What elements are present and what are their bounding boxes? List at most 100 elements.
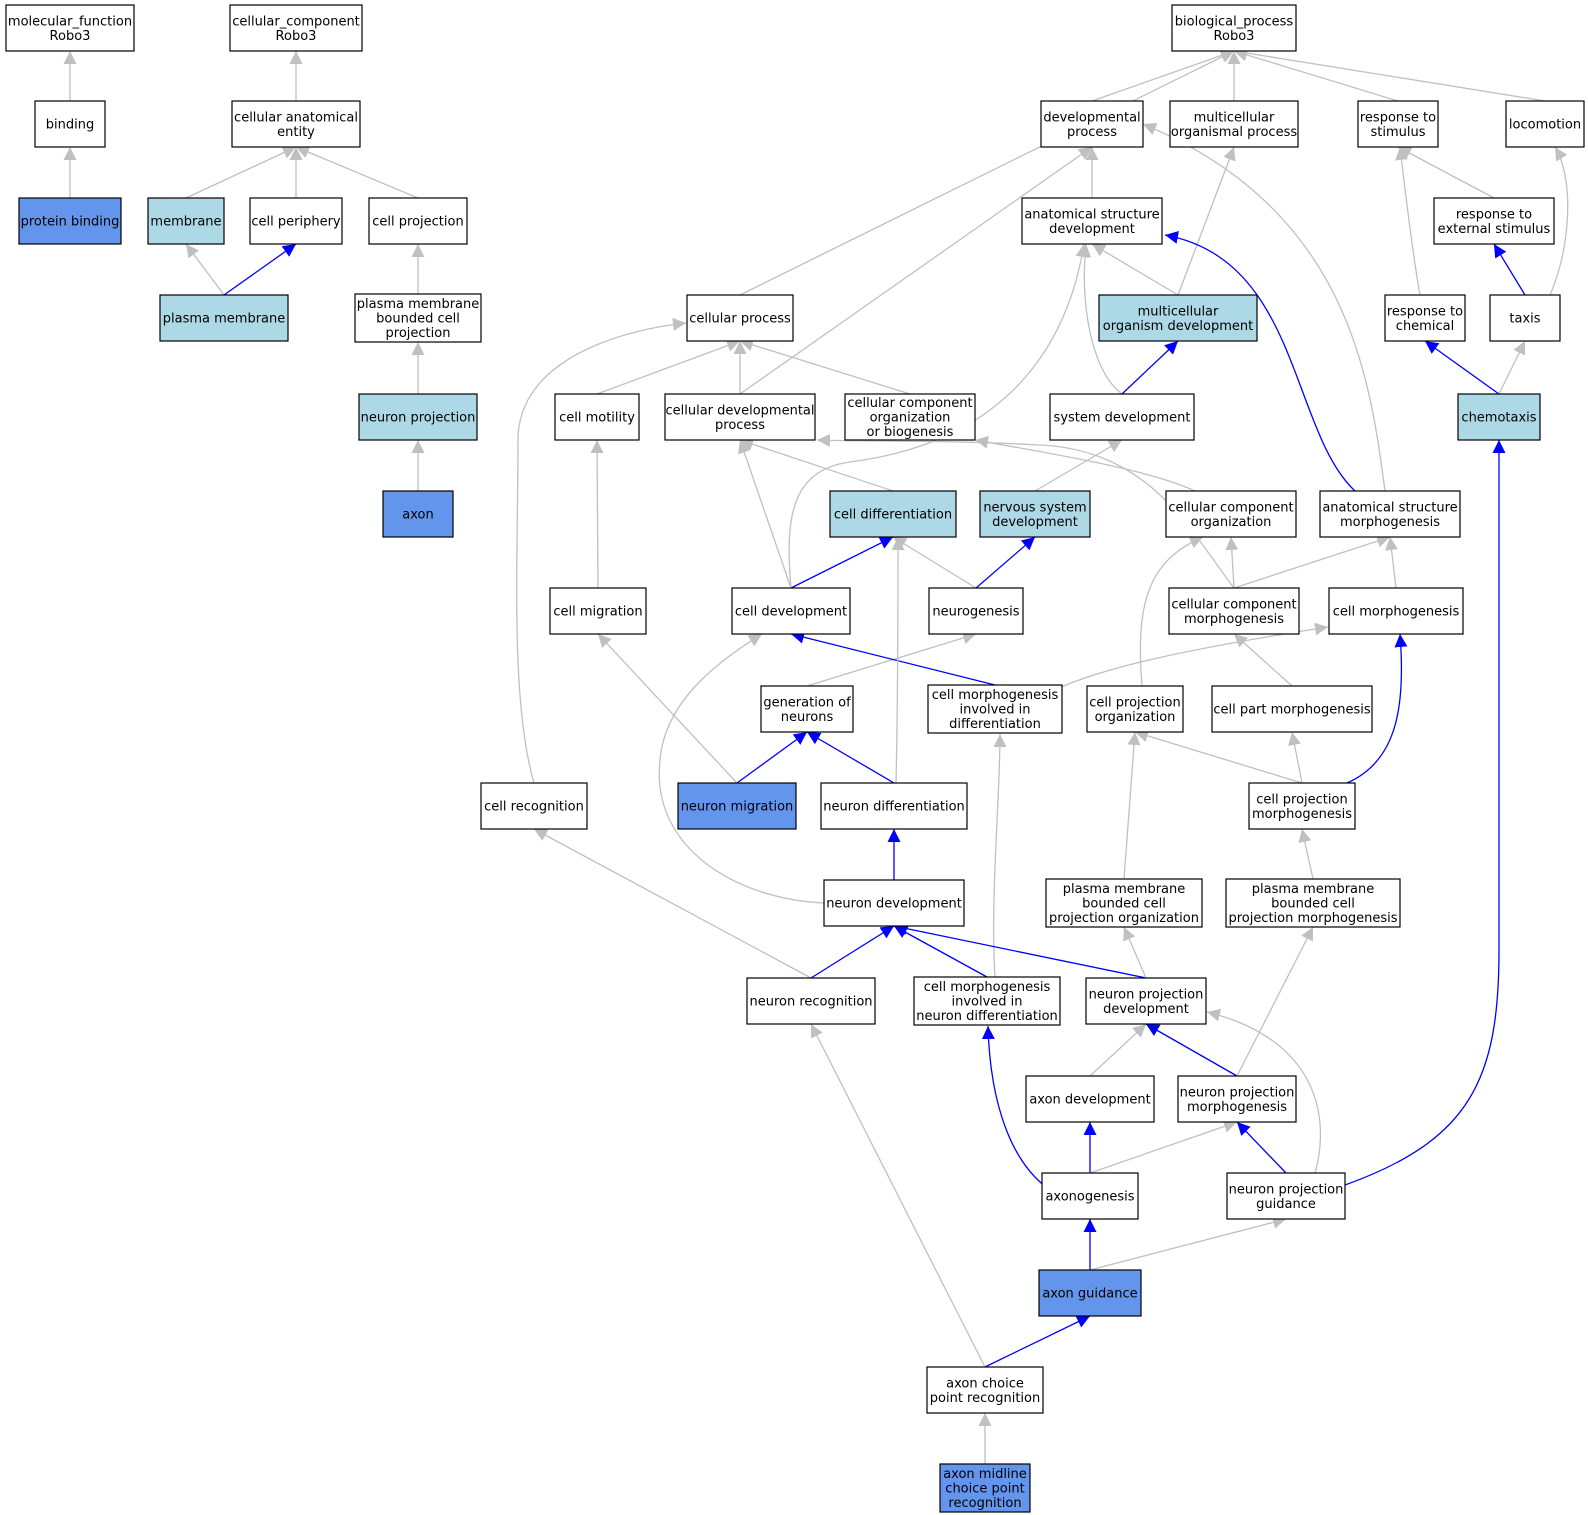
node-box	[820, 782, 968, 830]
go-term-node-cell-motility[interactable]: cell motility	[554, 393, 640, 441]
go-term-node-plasma-membrane[interactable]: plasma membrane	[159, 294, 289, 342]
go-term-node-binding[interactable]: binding	[34, 100, 106, 148]
go-term-node-axon-guidance[interactable]: axon guidance	[1038, 1269, 1142, 1317]
go-term-node-neuron-development[interactable]: neuron development	[823, 879, 965, 927]
edge-cell-morph-in-diff-to-cell-morphogenesis	[1044, 622, 1329, 696]
go-term-node-cell-morphogenesis[interactable]: cell morphogenesis	[1328, 587, 1464, 635]
edge-group	[1078, 243, 1123, 395]
edge-group	[1397, 146, 1495, 199]
node-label-line: cell differentiation	[834, 508, 952, 523]
node-label-line: cellular developmental	[666, 403, 815, 418]
edge-group	[893, 922, 1147, 979]
node-box	[1169, 100, 1299, 148]
edge-system-development-to-anatomical-structure-development	[1078, 243, 1123, 395]
go-term-node-neuron-migration[interactable]: neuron migration	[677, 782, 797, 830]
go-term-node-locomotion[interactable]: locomotion	[1505, 100, 1585, 148]
go-term-node-cell-recognition[interactable]: cell recognition	[480, 782, 588, 830]
edge-neuron-differentiation-to-cell-differentiation	[891, 536, 905, 784]
go-term-node-taxis[interactable]: taxis	[1489, 294, 1561, 342]
go-term-node-cell-periphery[interactable]: cell periphery	[249, 197, 343, 245]
go-term-node-chemotaxis[interactable]: chemotaxis	[1457, 393, 1541, 441]
node-box	[823, 879, 965, 927]
go-term-node-protein-binding[interactable]: protein binding	[18, 197, 122, 245]
edge-neuron-projection-morphogenesis-to-pm-bounded-cp-morphogenesis	[1236, 926, 1314, 1077]
node-box	[34, 100, 106, 148]
node-box	[1045, 878, 1203, 928]
edge-cellular-process-to-bp-robo3	[739, 50, 1235, 296]
edge-group	[975, 536, 1036, 589]
edge-chemotaxis-to-taxis	[1498, 340, 1526, 395]
edge-group	[1142, 122, 1386, 492]
go-term-node-membrane[interactable]: membrane	[147, 197, 225, 245]
edge-group	[1493, 243, 1526, 296]
go-term-node-cell-development[interactable]: cell development	[731, 587, 851, 635]
go-term-node-cell-part-morphogenesis[interactable]: cell part morphogenesis	[1211, 685, 1373, 733]
go-term-node-cell-projection[interactable]: cell projection	[368, 197, 468, 245]
go-term-node-neurogenesis[interactable]: neurogenesis	[928, 587, 1024, 635]
go-term-node-system-development[interactable]: system development	[1049, 393, 1195, 441]
go-term-node-axon-development[interactable]: axon development	[1025, 1075, 1155, 1123]
edge-neurogenesis-to-cell-differentiation	[892, 536, 977, 589]
node-label-line: plasma membrane	[163, 312, 286, 327]
go-term-node-neuron-differentiation[interactable]: neuron differentiation	[820, 782, 968, 830]
edge-generation-of-neurons-to-neurogenesis	[806, 631, 977, 687]
edge-group	[1298, 828, 1314, 880]
node-label-line: morphogenesis	[1252, 807, 1352, 822]
edge-group	[223, 243, 297, 296]
go-term-node-axonogenesis[interactable]: axonogenesis	[1041, 1172, 1139, 1220]
go-term-node-neuron-recognition[interactable]: neuron recognition	[746, 977, 876, 1025]
node-box	[229, 4, 363, 52]
node-label-line: development	[1049, 222, 1135, 237]
go-term-node-neuron-projection[interactable]: neuron projection	[358, 393, 478, 441]
edge-group	[1206, 1008, 1321, 1174]
edge-group	[739, 146, 1093, 395]
edge-axon-guidance-to-neuron-projection-guidance	[1089, 1215, 1287, 1271]
go-term-node-cell-differentiation[interactable]: cell differentiation	[829, 490, 957, 538]
node-label-line: guidance	[1256, 1197, 1316, 1212]
node-box	[1041, 1172, 1139, 1220]
edge-neuron-migration-to-generation-of-neurons	[736, 731, 808, 784]
go-term-node-axon[interactable]: axon	[382, 490, 454, 538]
go-term-node-cellular-process[interactable]: cellular process	[686, 294, 794, 342]
node-label-line: cellular anatomical	[234, 110, 358, 125]
node-label-line: point recognition	[930, 1391, 1040, 1406]
node-label-line: bounded cell	[376, 312, 460, 327]
node-label-line: Robo3	[276, 29, 317, 44]
node-label-line: cell migration	[553, 605, 642, 620]
edge-multicellular-organism-development-to-anatomical-structure-development	[1091, 243, 1179, 296]
edge-chemotaxis-to-response-to-chemical	[1424, 340, 1500, 395]
go-term-node-cell-migration[interactable]: cell migration	[549, 587, 647, 635]
node-box	[829, 490, 957, 538]
node-box	[1226, 1172, 1346, 1220]
